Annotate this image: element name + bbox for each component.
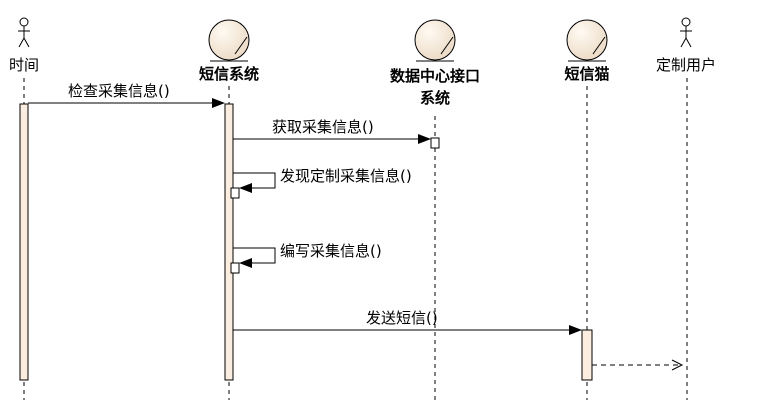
actor-time-icon bbox=[18, 17, 30, 48]
message-label-3: 发现定制采集信息() bbox=[280, 167, 412, 185]
message-label-1: 检查采集信息() bbox=[68, 82, 170, 100]
message-arrow-2 bbox=[233, 134, 431, 144]
activation-time bbox=[19, 103, 29, 381]
entity-sms-icon bbox=[208, 19, 250, 62]
message-arrow-1 bbox=[28, 98, 225, 108]
activation-smscat bbox=[581, 329, 593, 381]
message-arrow-3 bbox=[233, 172, 276, 193]
message-arrow-5 bbox=[233, 325, 582, 335]
entity-dataif-icon bbox=[414, 19, 456, 62]
message-label-2: 获取采集信息() bbox=[272, 118, 374, 136]
activation-dataif bbox=[430, 137, 440, 149]
participant-label-smscat: 短信猫 bbox=[564, 65, 610, 83]
message-arrow-4 bbox=[233, 247, 276, 268]
entity-smscat-icon bbox=[566, 19, 608, 62]
participant-label-time: 时间 bbox=[8, 56, 40, 74]
message-label-5: 发送短信() bbox=[366, 309, 438, 327]
participant-label-dataif: 数据中心接口系统 bbox=[389, 67, 480, 107]
message-label-4: 编写采集信息() bbox=[280, 242, 382, 260]
activation-sms bbox=[224, 103, 234, 381]
participant-label-sms: 短信系统 bbox=[198, 65, 260, 83]
actor-user-icon bbox=[680, 17, 692, 48]
message-arrow-6 bbox=[592, 359, 684, 371]
activation-sms-self2 bbox=[230, 262, 240, 274]
activation-sms-self1 bbox=[230, 187, 240, 199]
participant-label-user: 定制用户 bbox=[655, 56, 717, 74]
